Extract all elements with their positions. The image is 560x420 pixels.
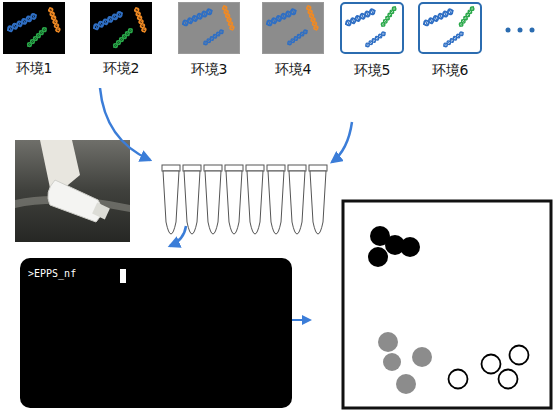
terminal-command: >EPPS_nf [28,268,76,279]
dna-helix [266,8,297,26]
white-cluster [449,346,529,389]
environment-box: 环境6 [418,2,482,54]
cluster-point [400,237,420,257]
cluster-point [396,374,416,394]
tube-body [184,171,200,234]
result-panel [343,201,551,408]
dna-helix [380,6,396,27]
tube-cap [162,165,180,171]
dot [518,28,523,33]
dna-helix [365,31,386,47]
dna-helix [93,11,123,30]
dna-helix [345,8,376,26]
environment-box: 环境4 [262,2,324,54]
dna-helix [306,5,319,30]
tube-cap [267,165,285,171]
environment-box: 环境2 [90,2,152,54]
dna-helix [443,31,464,47]
environment-label: 环境4 [253,61,333,79]
dna-helix [182,8,213,26]
tube-body [163,171,179,234]
environment-label: 环境6 [410,62,490,80]
tube-body [289,171,305,234]
dna-helix [48,7,61,32]
terminal-cursor [120,269,126,283]
photo-bottle-cap [92,203,110,220]
terminal-box: >EPPS_nf [20,258,292,408]
tube-body [310,171,326,234]
cluster-point [510,346,529,365]
gray-cluster [378,332,432,394]
tube-body [247,171,263,234]
dna-helix [27,27,48,48]
dot [530,28,535,33]
dot [506,28,511,33]
pcr-tubes [162,165,327,234]
black-cluster [368,226,420,267]
environment-label: 环境5 [332,62,412,80]
environment-box: 环境1 [3,2,65,54]
dna-helix [287,29,308,45]
environment-label: 环境3 [169,61,249,79]
tube-cap [204,165,222,171]
tube-cap [225,165,243,171]
cluster-point [368,247,388,267]
cluster-point [499,370,518,389]
dna-helix [222,5,235,30]
sampling-photo [15,140,130,242]
environment-box: 环境5 [340,2,404,54]
tube-body [268,171,284,234]
photo-bottle [48,180,102,222]
dna-helix [423,8,454,26]
dna-helix [203,29,224,45]
cluster-point [378,332,398,352]
cluster-point [412,347,432,367]
environment-label: 环境2 [80,60,162,78]
continuation-dots [506,28,535,33]
flow-arrow [332,122,352,162]
cluster-point [383,353,401,371]
tube-cap [246,165,264,171]
photo-water [15,140,130,242]
tube-cap [309,165,327,171]
tube-cap [288,165,306,171]
environment-box: 环境3 [178,2,240,54]
cluster-point [482,355,501,374]
tube-body [205,171,221,234]
cluster-point [449,370,468,389]
dna-helix [7,13,37,32]
flow-arrow [100,88,150,160]
dna-helix [134,7,147,32]
environment-label: 环境1 [0,60,75,78]
dna-helix [113,28,134,49]
dna-helix [458,6,474,27]
tube-body [226,171,242,234]
tube-cap [183,165,201,171]
